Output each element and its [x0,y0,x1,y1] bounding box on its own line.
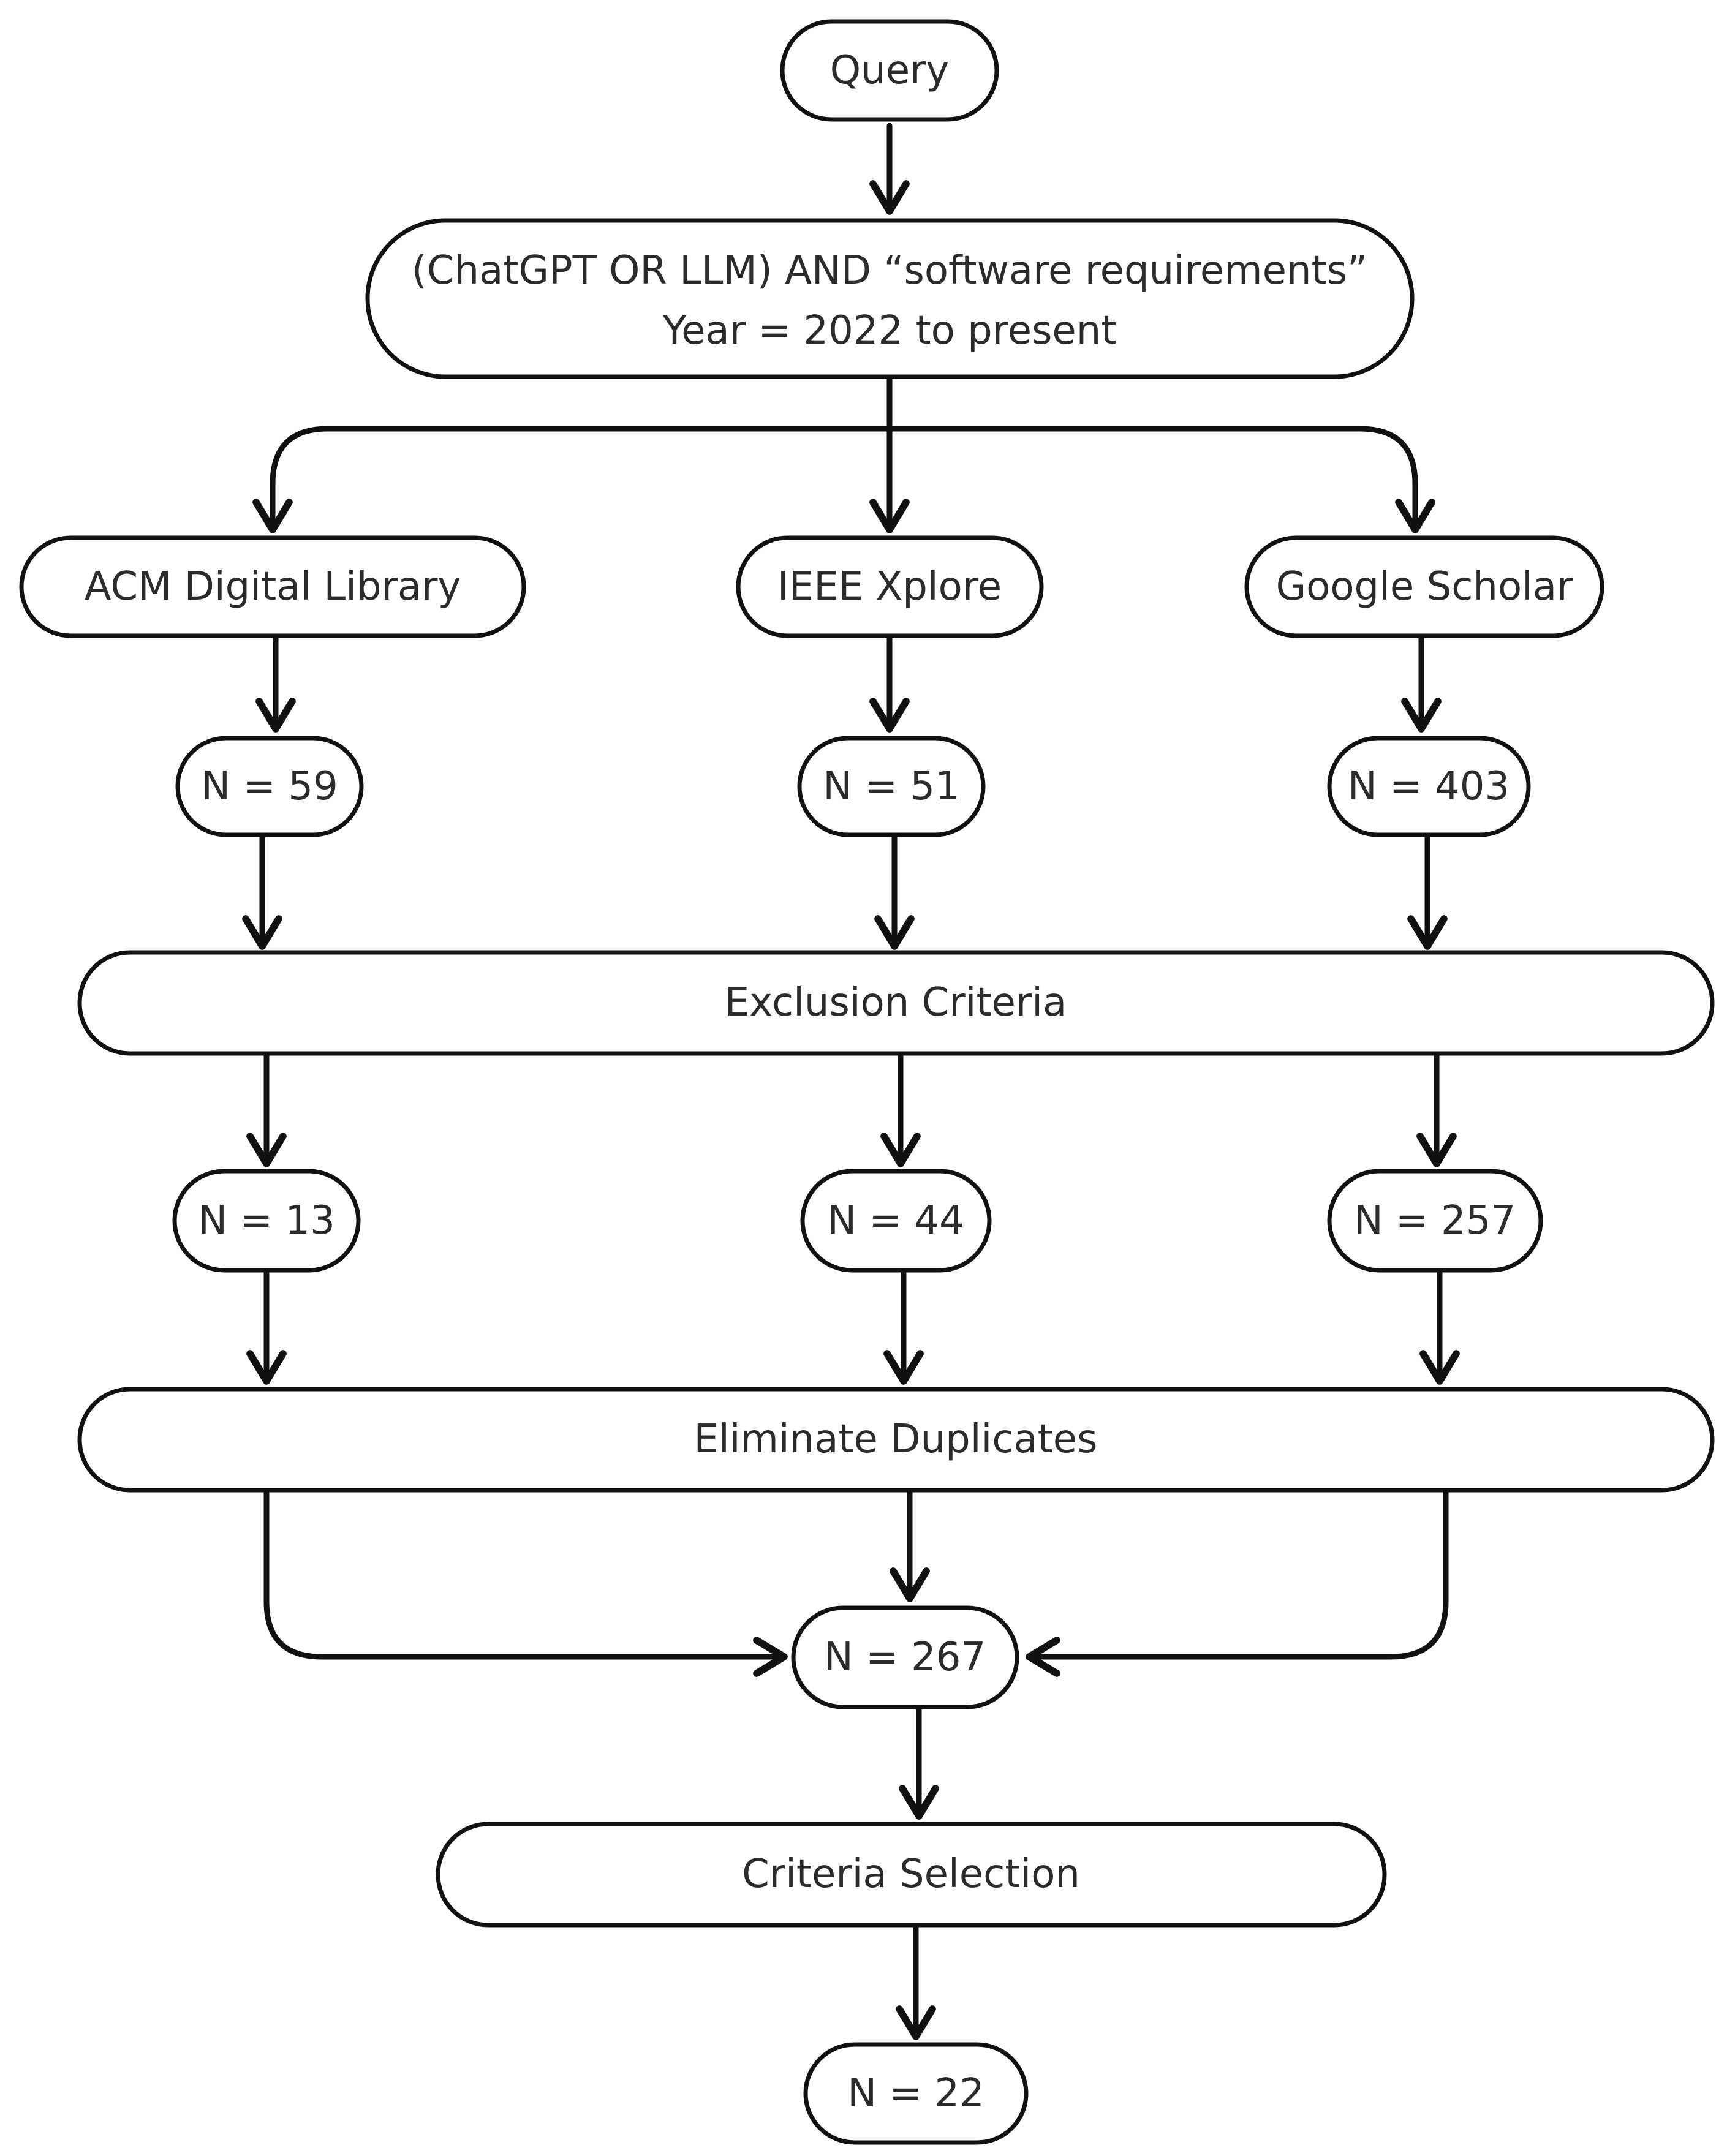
node-acm-after-exclusion-label: N = 13 [198,1198,335,1243]
node-query: Query [780,19,999,122]
node-ieee-after-exclusion-label: N = 44 [827,1198,964,1243]
node-scholar-after-exclusion: N = 257 [1327,1169,1543,1273]
node-after-dedup: N = 267 [791,1605,1019,1709]
node-scholar-label: Google Scholar [1276,564,1574,609]
node-acm-count-label: N = 59 [201,764,338,809]
node-ieee-after-exclusion: N = 44 [800,1169,992,1273]
edges [242,123,1460,2040]
node-exclusion-criteria: Exclusion Criteria [77,950,1715,1056]
node-search-string-line1: (ChatGPT OR LLM) AND “software requireme… [412,248,1367,293]
node-search-string-line2: Year = 2022 to present [662,308,1117,353]
edge-search-to-acm [252,375,893,533]
node-ieee-xplore: IEEE Xplore [736,535,1044,638]
node-ieee-count: N = 51 [797,736,986,837]
edge-eliminate-right-to-dedup-count [1026,1488,1449,1677]
node-scholar-count: N = 403 [1327,736,1531,837]
edge-eliminate-left-to-dedup-count [263,1488,788,1677]
node-eliminate-duplicates: Eliminate Duplicates [77,1387,1715,1493]
node-after-dedup-label: N = 267 [824,1635,986,1680]
node-ieee-label: IEEE Xplore [777,564,1002,609]
node-selection-label: Criteria Selection [742,1852,1080,1897]
node-search-string: (ChatGPT OR LLM) AND “software requireme… [365,218,1415,379]
node-scholar-after-exclusion-label: N = 257 [1354,1198,1516,1243]
node-final-label: N = 22 [847,2071,984,2116]
node-criteria-selection: Criteria Selection [436,1822,1387,1928]
node-acm-digital-library: ACM Digital Library [19,535,526,638]
node-query-label: Query [830,48,950,93]
node-acm-label: ACM Digital Library [85,564,461,609]
node-exclusion-label: Exclusion Criteria [725,980,1067,1025]
node-acm-after-exclusion: N = 13 [172,1169,361,1273]
node-scholar-count-label: N = 403 [1348,764,1510,809]
node-google-scholar: Google Scholar [1244,535,1604,638]
node-ieee-count-label: N = 51 [823,764,960,809]
node-final-count: N = 22 [803,2042,1029,2145]
node-acm-count: N = 59 [175,736,364,837]
edge-search-to-scholar [886,426,1435,533]
node-eliminate-label: Eliminate Duplicates [694,1417,1098,1462]
